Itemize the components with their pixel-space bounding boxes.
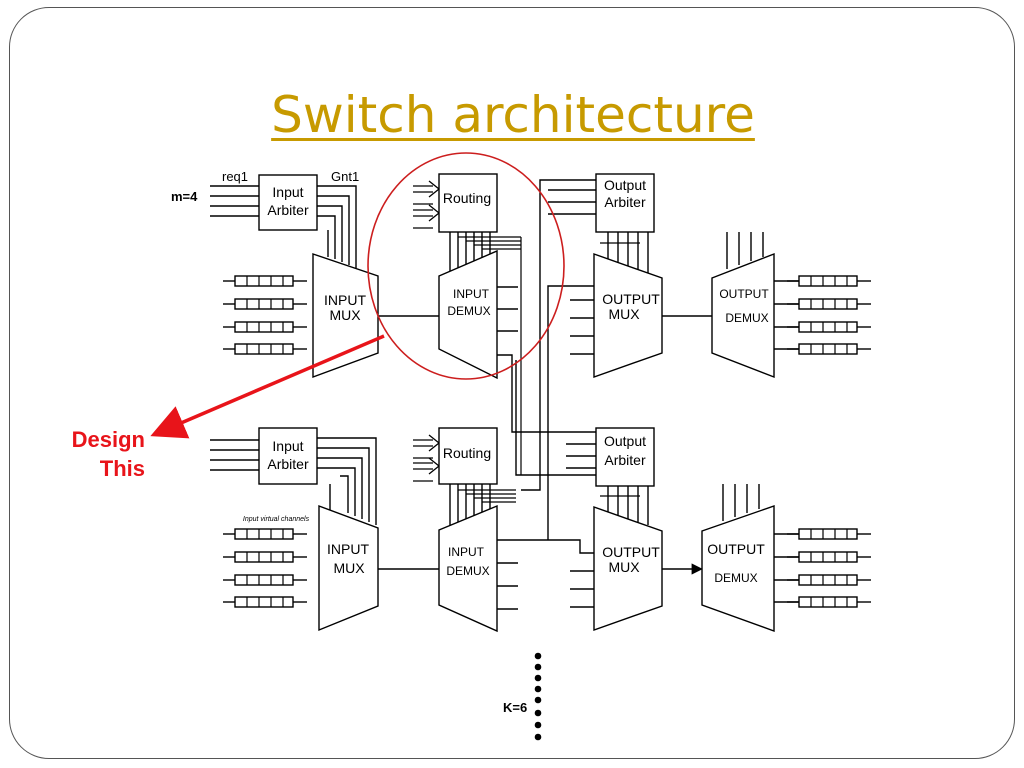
input-demux-2-label-2: DEMUX: [446, 564, 489, 578]
input-arbiter-block-2: [258, 427, 318, 485]
slide-title: Switch architecture: [271, 86, 755, 144]
highlight-ellipse: [367, 152, 565, 380]
routing-block-2: [438, 427, 498, 485]
input-mux-label-2: MUX: [329, 307, 361, 323]
routing-block: [438, 173, 498, 233]
output-demux-block-2: [701, 505, 775, 632]
output-mux-label-1: OUTPUT: [602, 291, 660, 307]
input-demux-block-2: [438, 504, 498, 633]
output-demux-2-label-2: DEMUX: [714, 571, 757, 585]
routing-2-label: Routing: [443, 445, 491, 461]
output-arbiter-label-1: Output: [604, 177, 646, 193]
output-arbiter-label-2: Arbiter: [604, 194, 646, 210]
design-callout: Design This: [40, 425, 145, 483]
output-arbiter-2-label-1: Output: [604, 433, 646, 449]
input-arbiter-block: [258, 174, 318, 231]
input-demux-2-label-1: INPUT: [448, 545, 485, 559]
gnt1-label: Gnt1: [331, 169, 359, 184]
input-mux-block-2: [318, 504, 379, 632]
input-arbiter-2-label-1: Input: [272, 438, 303, 454]
output-mux-label-2: MUX: [608, 306, 640, 322]
design-callout-line2: This: [99, 456, 145, 481]
input-arbiter-label-1: Input: [272, 184, 303, 200]
output-arbiter-2-label-2: Arbiter: [604, 452, 646, 468]
output-arbiter-block-2: [595, 427, 655, 487]
more-switches-ellipsis: [534, 652, 542, 741]
input-mux-label-1: INPUT: [324, 292, 366, 308]
m-param-label: m=4: [171, 189, 198, 204]
design-callout-line1: Design: [71, 427, 145, 452]
input-demux-block: [438, 249, 498, 380]
req1-label: req1: [222, 169, 248, 184]
input-virtual-channels-label: Input virtual channels: [243, 516, 310, 523]
k-param-label: K=6: [503, 700, 527, 715]
routing-label: Routing: [443, 190, 491, 206]
lower-row: Input Arbiter Input virtual channels INP…: [210, 427, 872, 633]
output-mux-block-2: [593, 506, 663, 631]
input-arbiter-2-label-2: Arbiter: [267, 456, 309, 472]
output-mux-2-label-1: OUTPUT: [602, 544, 660, 560]
output-demux-block: [711, 252, 775, 379]
input-mux-2-label-1: INPUT: [327, 541, 369, 557]
output-demux-2-label-1: OUTPUT: [707, 541, 765, 557]
callout-arrow: [150, 334, 385, 439]
output-mux-2-label-2: MUX: [608, 559, 640, 575]
input-demux-label-1: INPUT: [453, 287, 490, 301]
input-demux-label-2: DEMUX: [447, 304, 490, 318]
input-mux-2-label-2: MUX: [333, 560, 365, 576]
output-demux-label-1: OUTPUT: [719, 287, 769, 301]
output-mux-block: [593, 253, 663, 378]
input-arbiter-label-2: Arbiter: [267, 202, 309, 218]
output-demux-label-2: DEMUX: [725, 311, 768, 325]
output-arbiter-block: [595, 173, 655, 233]
